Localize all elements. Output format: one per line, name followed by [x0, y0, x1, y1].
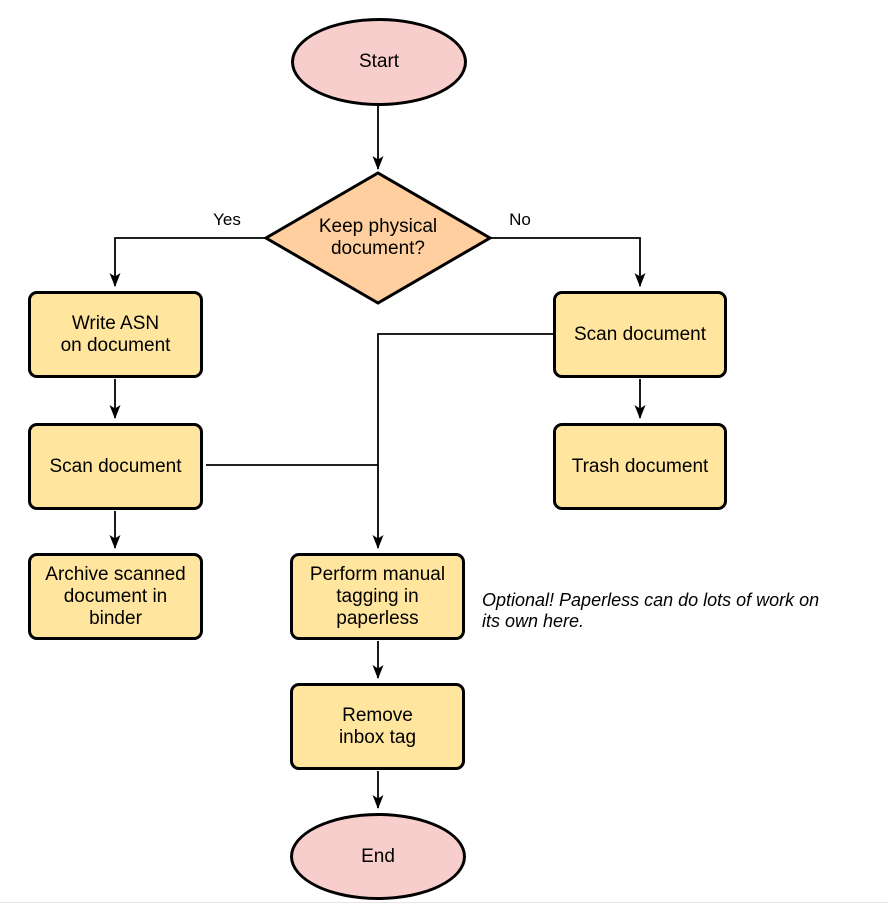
- node-label-remove-inbox: Remove inbox tag: [338, 704, 417, 748]
- node-label-start: Start: [358, 51, 400, 72]
- edge-label-no: No: [509, 210, 531, 229]
- flowchart-node-trash: Trash document: [553, 423, 727, 510]
- flowchart-node-archive: Archive scanned document in binder: [28, 553, 203, 640]
- annotation-note: Optional! Paperless can do lots of work …: [482, 590, 820, 631]
- node-label-scan-left: Scan document: [49, 455, 182, 477]
- node-label-tagging: Perform manual tagging in paperless: [309, 563, 446, 629]
- node-label-archive: Archive scanned document in binder: [45, 563, 186, 629]
- edge-label-yes: Yes: [213, 210, 241, 229]
- flowchart-node-remove-inbox: Remove inbox tag: [290, 683, 465, 770]
- node-label-decision: Keep physical document?: [318, 216, 438, 259]
- edge-decision-yes-to-write-asn: [109, 237, 266, 287]
- flowchart-node-write-asn: Write ASN on document: [28, 291, 203, 378]
- node-label-write-asn: Write ASN on document: [60, 312, 171, 356]
- node-label-trash: Trash document: [571, 455, 709, 477]
- edge-scan-right-to-tagging: [372, 333, 553, 549]
- node-label-scan-right: Scan document: [573, 323, 707, 345]
- flowchart-node-tagging: Perform manual tagging in paperless: [290, 553, 465, 640]
- flowchart-node-start: Start: [291, 18, 467, 106]
- edge-decision-no-to-scan-right: [490, 237, 646, 287]
- node-label-end: End: [361, 845, 395, 867]
- flowchart-node-scan-right: Scan document: [553, 291, 727, 378]
- bottom-divider: [0, 902, 888, 903]
- flowchart-node-end: End: [290, 813, 466, 900]
- flowchart-node-decision: Keep physical document?: [276, 194, 480, 282]
- flowchart-node-decision-shape: [263, 171, 493, 305]
- flowchart-node-scan-left: Scan document: [28, 423, 203, 510]
